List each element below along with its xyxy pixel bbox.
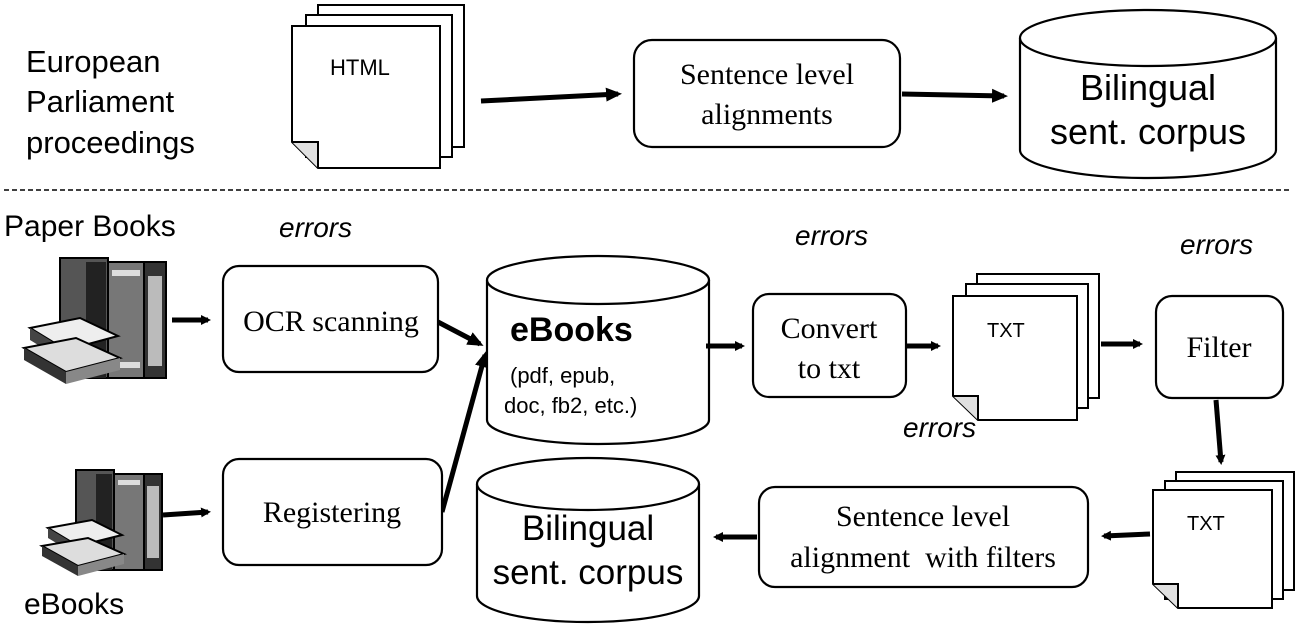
svg-text:Sentence level: Sentence level (680, 58, 854, 91)
svg-text:Registering: Registering (263, 496, 401, 529)
paper-books-icon (21, 257, 167, 384)
arrow-registering-to-ebooks (439, 351, 489, 513)
svg-text:Bilingual: Bilingual (522, 509, 654, 548)
txt-document-stack-icon-1: TXT (952, 273, 1100, 421)
html-doc-label: HTML (330, 55, 390, 80)
ocr-scanning-box: OCR scanning (221, 264, 440, 374)
ebooks-source-label: eBooks (24, 588, 124, 621)
svg-text:to txt: to txt (798, 352, 861, 385)
html-document-stack-icon: HTML (291, 4, 465, 169)
txt-document-stack-icon-2: TXT (1152, 471, 1295, 609)
svg-text:proceedings: proceedings (26, 125, 195, 160)
filter-box: Filter (1154, 294, 1285, 400)
ebooks-database-cylinder: eBooks (pdf, epub, doc, fb2, etc.) (485, 254, 711, 446)
svg-text:(pdf, epub,: (pdf, epub, (510, 363, 615, 388)
txt-doc-label-2: TXT (1187, 513, 1225, 535)
arrow-filter-to-txt (1213, 399, 1226, 465)
svg-text:Bilingual: Bilingual (1080, 67, 1216, 108)
svg-text:doc, fb2, etc.): doc, fb2, etc.) (504, 393, 637, 418)
arrow-alignments-to-corpus (901, 88, 1008, 103)
svg-text:Sentence level: Sentence level (836, 500, 1010, 533)
alignment-with-filters-box: Sentence level alignment with filters (757, 485, 1090, 589)
convert-to-txt-box: Convert to txt (751, 292, 908, 399)
arrow-ocr-to-ebooks (436, 319, 484, 347)
svg-text:sent. corpus: sent. corpus (493, 553, 684, 592)
registering-box: Registering (221, 457, 444, 567)
svg-text:Convert: Convert (781, 312, 878, 345)
source-label-europarl: European Parliament proceedings (26, 44, 195, 160)
svg-text:alignments: alignments (701, 98, 833, 131)
arrow-html-to-alignments (480, 87, 622, 104)
bilingual-corpus-cylinder-bottom: Bilingual sent. corpus (475, 456, 701, 624)
txt-doc-label-1: TXT (987, 320, 1025, 342)
sentence-alignments-box: Sentence level alignments (632, 38, 902, 149)
svg-text:eBooks: eBooks (510, 311, 633, 349)
svg-text:sent. corpus: sent. corpus (1050, 111, 1246, 152)
errors-label-convert: errors (795, 220, 868, 251)
ebooks-books-icon (39, 469, 163, 576)
bilingual-corpus-cylinder-top: Bilingual sent. corpus (1018, 8, 1278, 180)
svg-text:Parliament: Parliament (26, 84, 175, 119)
arrow-ebooks-icon-to-registering (162, 507, 211, 518)
svg-text:European: European (26, 44, 160, 79)
errors-label-ocr: errors (279, 212, 352, 243)
errors-label-txt: errors (903, 412, 976, 443)
svg-text:Filter: Filter (1187, 331, 1252, 364)
errors-label-filter: errors (1180, 229, 1253, 260)
paper-books-label: Paper Books (4, 210, 176, 243)
arrow-txt-to-alignment (1101, 530, 1151, 541)
svg-text:OCR scanning: OCR scanning (243, 305, 419, 338)
svg-text:alignment with filters: alignment with filters (790, 541, 1056, 574)
